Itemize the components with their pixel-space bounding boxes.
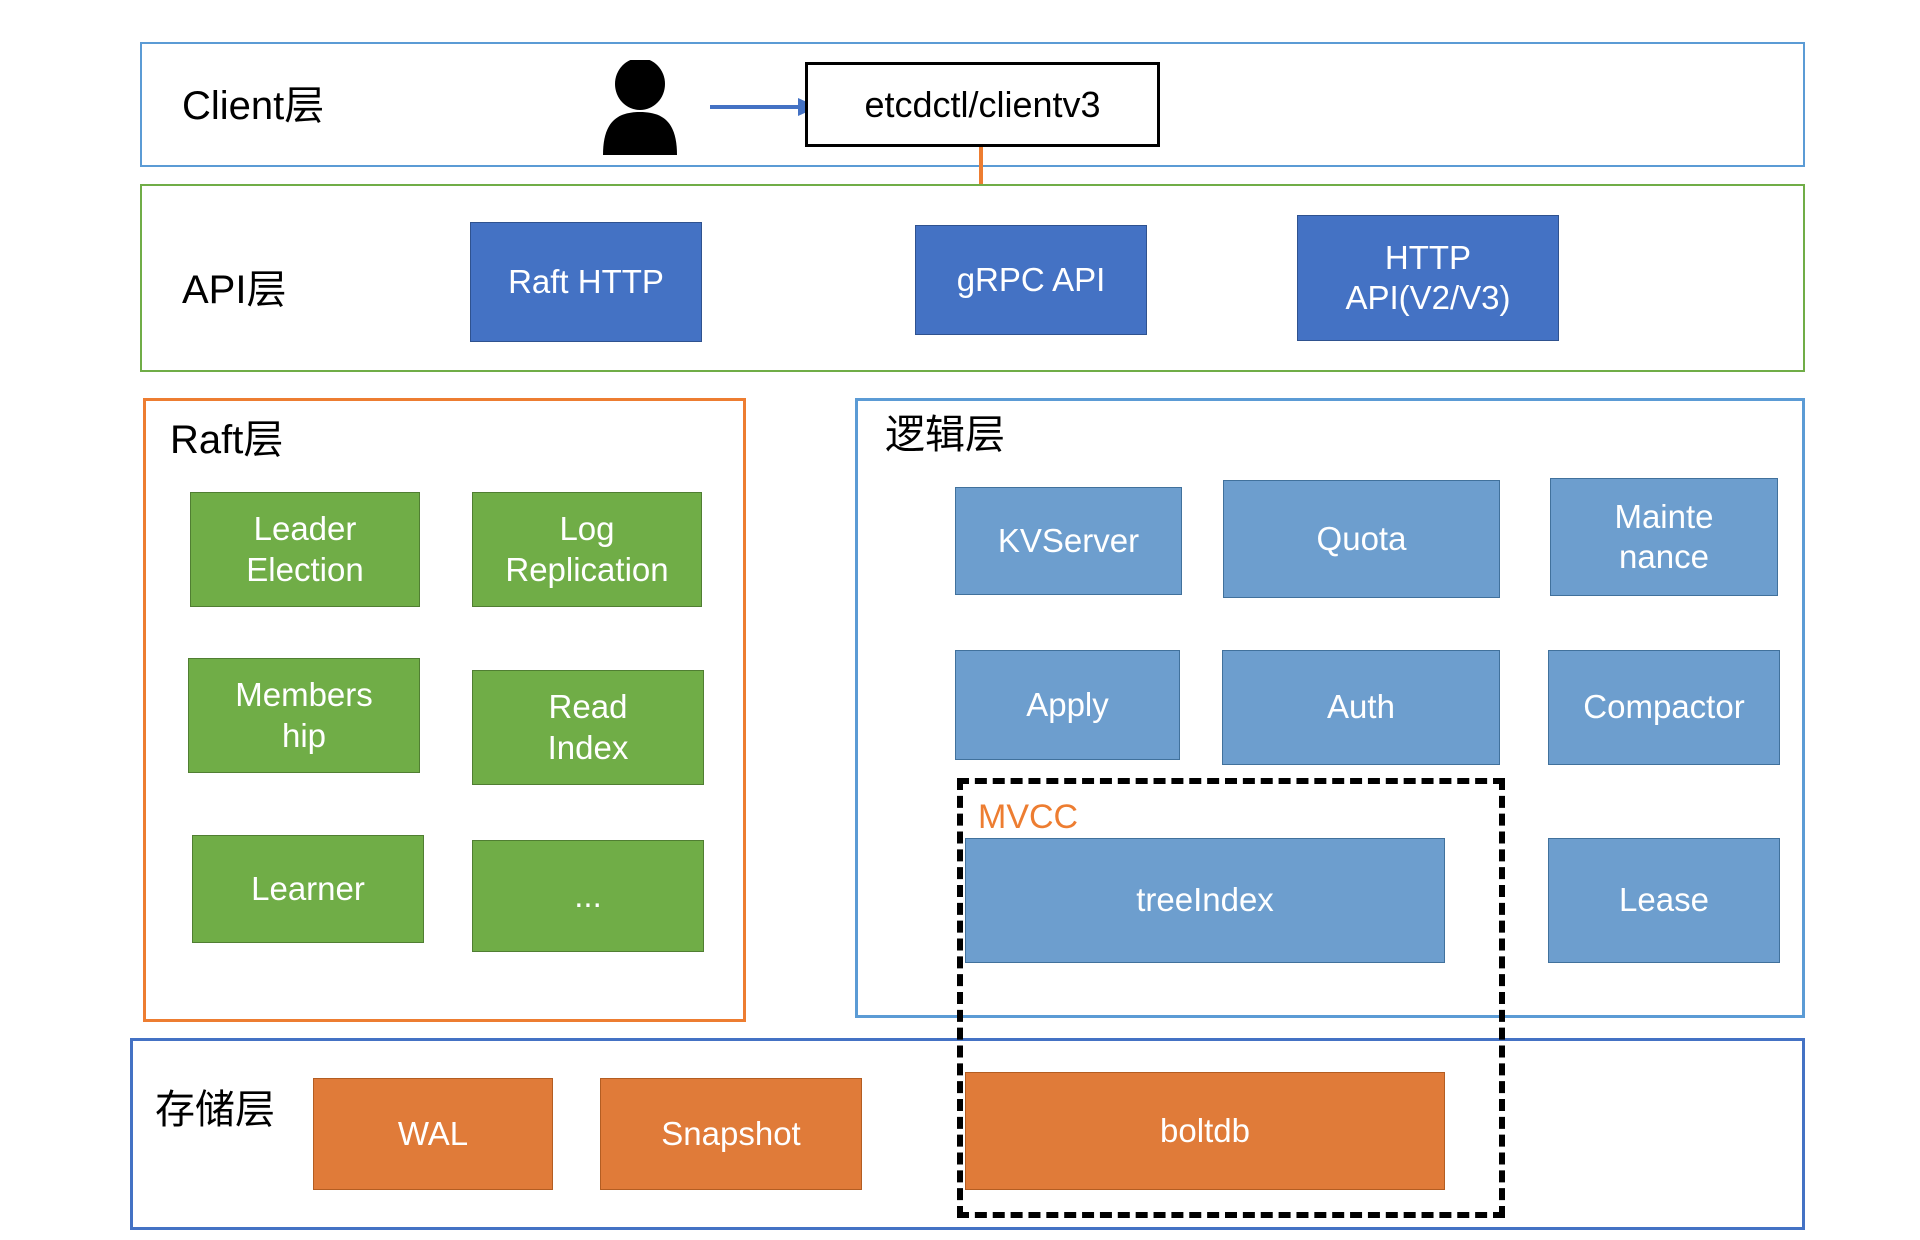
storage-layer-title: 存储层: [155, 1088, 275, 1132]
storage-box-snapshot[interactable]: Snapshot: [600, 1078, 862, 1190]
client-layer-title: Client层: [182, 84, 325, 128]
etcdctl-client-box[interactable]: etcdctl/clientv3: [805, 62, 1160, 147]
api-box-grpc-api[interactable]: gRPC API: [915, 225, 1147, 335]
raft-layer-title: Raft层: [170, 418, 284, 462]
logic-box-lease[interactable]: Lease: [1548, 838, 1780, 963]
logic-box-compactor[interactable]: Compactor: [1548, 650, 1780, 765]
api-box-http-api[interactable]: HTTP API(V2/V3): [1297, 215, 1559, 341]
raft-box-log-replication[interactable]: Log Replication: [472, 492, 702, 607]
logic-box-auth[interactable]: Auth: [1222, 650, 1500, 765]
logic-box-maintenance[interactable]: Mainte nance: [1550, 478, 1778, 596]
api-box-raft-http[interactable]: Raft HTTP: [470, 222, 702, 342]
logic-box-quota[interactable]: Quota: [1223, 480, 1500, 598]
raft-box-leader-election[interactable]: Leader Election: [190, 492, 420, 607]
raft-box-ellipsis[interactable]: ...: [472, 840, 704, 952]
raft-box-learner[interactable]: Learner: [192, 835, 424, 943]
logic-box-kvserver[interactable]: KVServer: [955, 487, 1182, 595]
arrow-right-icon: [710, 98, 818, 116]
storage-box-boltdb[interactable]: boltdb: [965, 1072, 1445, 1190]
logic-box-apply[interactable]: Apply: [955, 650, 1180, 760]
logic-box-tree-index[interactable]: treeIndex: [965, 838, 1445, 963]
raft-box-membership[interactable]: Members hip: [188, 658, 420, 773]
raft-box-read-index[interactable]: Read Index: [472, 670, 704, 785]
api-layer-title: API层: [182, 268, 287, 312]
logic-layer-title: 逻辑层: [885, 413, 1005, 457]
person-icon: [603, 60, 677, 155]
storage-box-wal[interactable]: WAL: [313, 1078, 553, 1190]
mvcc-group-label: MVCC: [978, 798, 1079, 836]
